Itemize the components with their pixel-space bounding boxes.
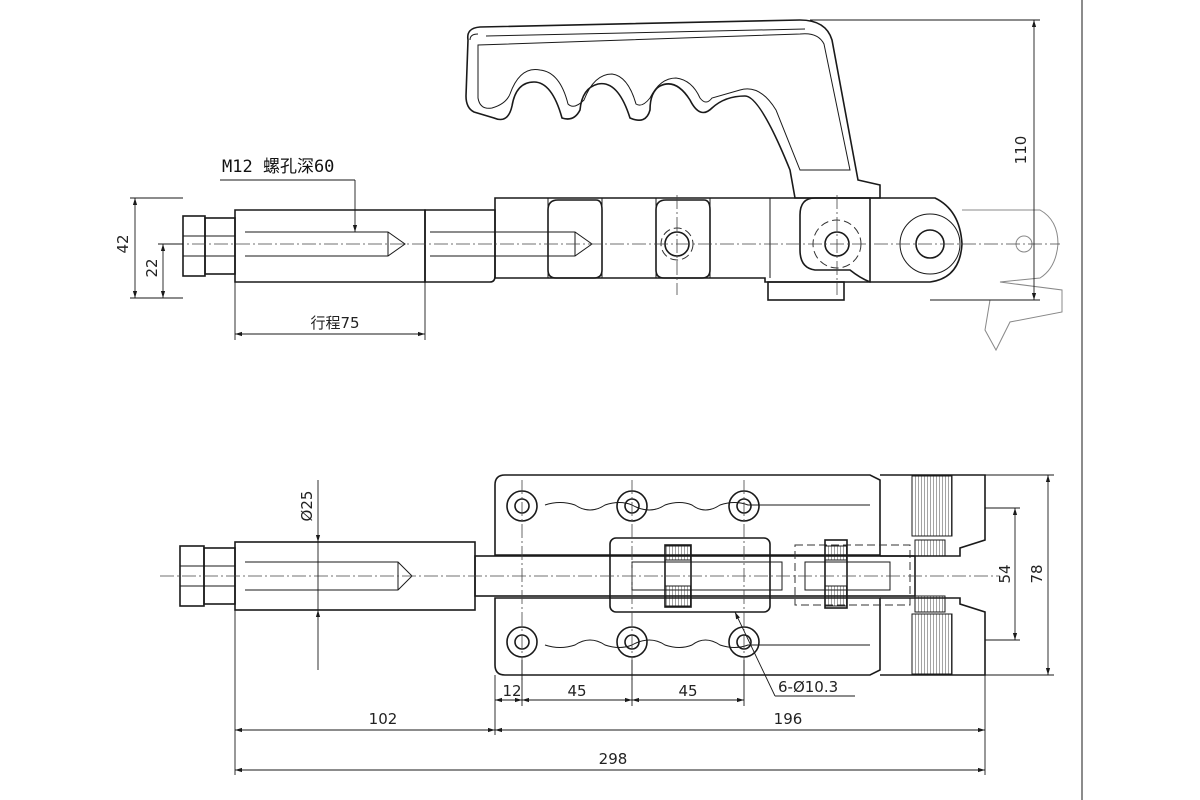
lower-tab	[767, 281, 845, 301]
spindle	[234, 209, 426, 283]
dim-110-label: 110	[1012, 136, 1030, 165]
dim-42-label: 42	[114, 234, 132, 253]
hex-nut-2	[204, 217, 236, 275]
dim-22-label: 22	[143, 258, 161, 277]
plate-contour-bottom	[544, 639, 870, 648]
dim-45b-label: 45	[678, 682, 697, 700]
thread-note: M12 螺孔深60	[222, 157, 334, 177]
dim-298-label: 298	[599, 750, 628, 768]
handle-top-corner	[469, 33, 479, 41]
clamp-body	[424, 209, 496, 283]
clamp-jaw	[880, 474, 986, 676]
plate-contour-top	[544, 502, 870, 511]
handle-inner-line	[477, 33, 851, 171]
knurled-grip-top	[911, 475, 953, 537]
dim-d25-label: Ø25	[298, 491, 316, 522]
dim-12-label: 12	[502, 682, 521, 700]
link-plate-1	[609, 537, 771, 613]
plan-view: Ø25 54 78 12 45 45 6-Ø10.3 102 196	[160, 474, 1054, 775]
open-position-ghost	[930, 209, 1063, 352]
hex-nut-1	[182, 215, 206, 277]
handle-outline	[465, 19, 881, 199]
dim-45a-label: 45	[567, 682, 586, 700]
stroke-label: 行程75	[310, 314, 359, 332]
link-plate-2	[794, 544, 911, 606]
dim-54-label: 54	[996, 564, 1014, 583]
threaded-hole	[245, 231, 406, 257]
base-plate	[494, 474, 881, 676]
side-view: 42 22 110 行程75 M12 螺孔深60	[114, 19, 1063, 352]
dim-102-label: 102	[369, 710, 398, 728]
handle-top-edge	[485, 28, 806, 37]
knurled-grip-bottom	[911, 613, 953, 675]
body-slots	[547, 198, 771, 278]
dim-196-label: 196	[774, 710, 803, 728]
dim-78-label: 78	[1028, 564, 1046, 583]
link-pin-2	[824, 539, 848, 609]
body-recess-2	[655, 199, 711, 279]
body-recess-1	[547, 199, 603, 279]
mounting-holes	[506, 490, 760, 658]
link-arm	[799, 197, 963, 283]
holes-callout: 6-Ø10.3	[778, 678, 838, 696]
